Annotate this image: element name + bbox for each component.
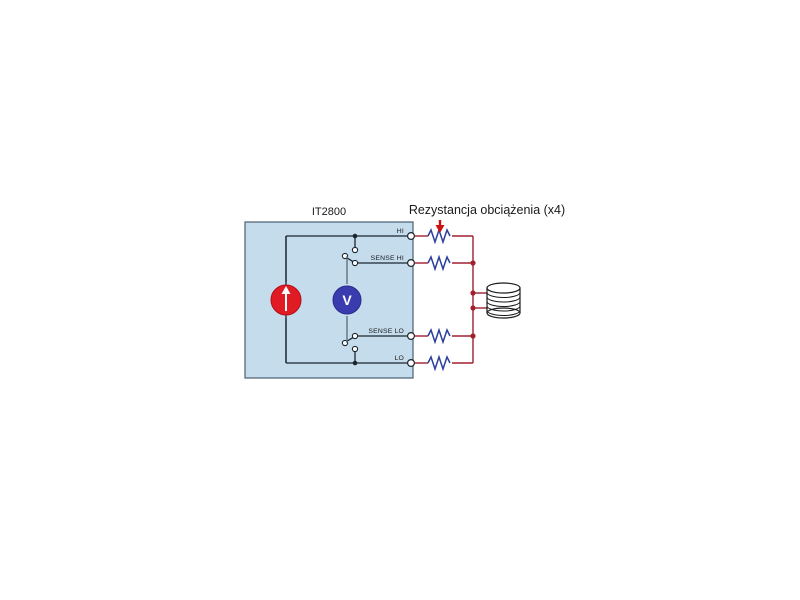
load-arrow-icon	[435, 220, 445, 233]
instrument-panel	[244, 221, 414, 379]
terminal-post-hi[interactable]	[407, 232, 416, 241]
panel-title: IT2800	[312, 206, 346, 218]
voltmeter: V	[332, 264, 362, 337]
switch-contact-hi-upper[interactable]	[351, 246, 359, 254]
terminal-post-lo[interactable]	[407, 359, 416, 368]
voltmeter-circle	[332, 285, 362, 315]
external-wiring	[414, 235, 487, 364]
terminal-post-sense-lo[interactable]	[407, 332, 416, 341]
terminal-posts	[407, 232, 416, 368]
current-source	[270, 236, 302, 363]
bus-dot-coil-bottom	[470, 305, 476, 311]
voltmeter-label: V	[342, 292, 352, 308]
switch-contact-lo-lower[interactable]	[351, 345, 359, 353]
terminal-label-sense-hi: SENSE HI	[371, 255, 404, 262]
resistor-sense-lo	[427, 327, 451, 345]
coil-top-ellipse	[486, 282, 521, 294]
bus-dot-sense-lo	[470, 333, 476, 339]
coil-windings	[486, 292, 521, 316]
current-source-arrow-icon	[281, 286, 291, 311]
terminal-label-lo: LO	[395, 355, 404, 362]
coil-dut	[486, 282, 521, 319]
terminal-label-sense-lo: SENSE LO	[368, 328, 404, 335]
terminal-post-sense-hi[interactable]	[407, 259, 416, 268]
resistor-sense-hi	[427, 254, 451, 272]
terminal-label-hi: HI	[397, 228, 404, 235]
bus-dot-sense-hi	[470, 260, 476, 266]
bus-dot-coil-top	[470, 290, 476, 296]
load-resistance-label: Rezystancja obciążenia (x4)	[409, 203, 565, 217]
resistor-lo	[427, 354, 451, 372]
bus-junction-dots	[470, 260, 476, 339]
